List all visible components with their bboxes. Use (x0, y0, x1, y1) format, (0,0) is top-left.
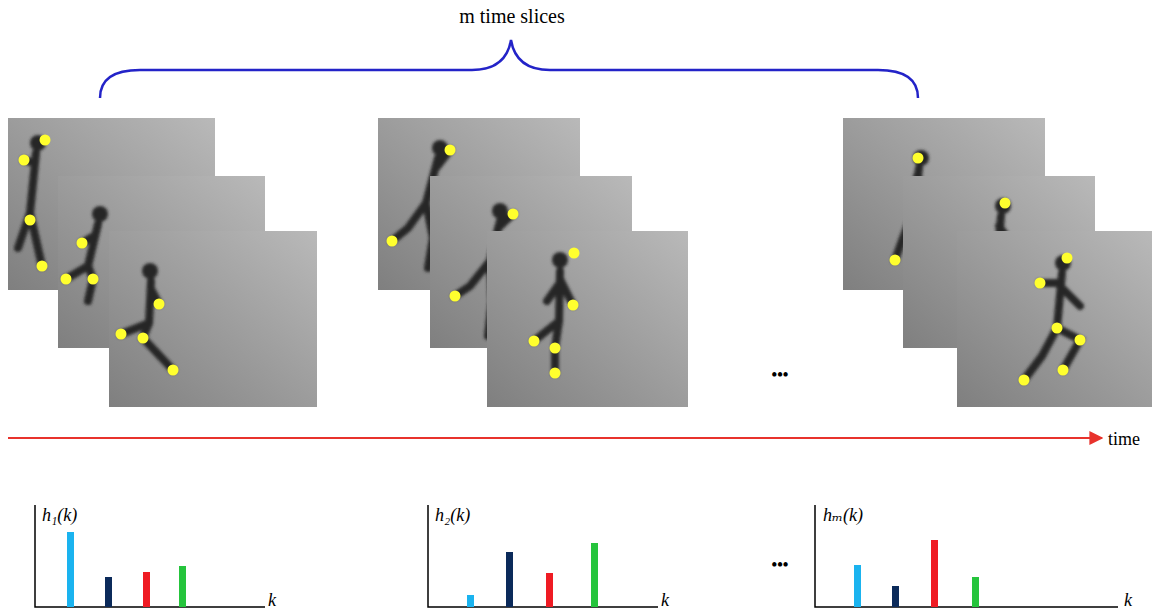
video-frames-part-part (116, 299, 179, 376)
video-frames-part-part-part (1075, 335, 1086, 346)
video-frames-part-part-part (569, 248, 580, 259)
axis-label: k (268, 591, 276, 609)
video-frames-part-part (18, 135, 46, 266)
video-frames-part-part-part (138, 333, 149, 344)
video-frames-part-part-part (19, 155, 30, 166)
video-frames-part-part-part (1000, 198, 1011, 209)
video-frames-part-part (1024, 255, 1080, 380)
histogram-part (179, 566, 186, 607)
brace-label: m time slices (459, 6, 565, 26)
video-frames-part (957, 231, 1152, 407)
video-frames-part-part-part (550, 343, 561, 354)
histogram-part (815, 505, 1118, 607)
histogram-part (143, 572, 150, 607)
histogram-part (35, 505, 265, 607)
histogram-part (428, 505, 658, 607)
ellipsis: ••• (772, 557, 789, 573)
video-frames-part-part-part (88, 274, 99, 285)
histogram-title: h₂(k) (435, 506, 470, 524)
video-frames-part-part-part (913, 150, 929, 166)
histogram-part (931, 540, 938, 607)
video-frames-part-part-part (142, 263, 158, 279)
histogram-part (67, 532, 74, 607)
video-frames-part-part-part (529, 336, 540, 347)
axis-label: k (661, 591, 669, 609)
video-frames-part-part-part (1058, 365, 1069, 376)
video-frames-part-part-part (913, 153, 924, 164)
video-frames-part-part-part (37, 261, 48, 272)
video-frames (8, 118, 317, 407)
video-frames-part-part (19, 135, 51, 272)
video-frames-part (109, 231, 317, 407)
video-frames-part-part (109, 231, 317, 407)
video-frames-part-part-part (445, 145, 456, 156)
video-frames-part-part-part (66, 224, 98, 301)
video-frames-part-part (534, 252, 573, 373)
video-frames-part-part-part (534, 271, 573, 373)
video-frames-part-part-part (116, 329, 127, 340)
histogram-title: hₘ(k) (823, 506, 863, 524)
video-frames-part-part (66, 206, 108, 301)
histogram-title: h₁(k) (42, 506, 77, 524)
histogram-part (892, 586, 899, 607)
video-frames-part-part-part (40, 135, 51, 146)
histogram (428, 505, 658, 607)
histogram (815, 505, 1118, 607)
histogram-part (467, 595, 474, 607)
video-frames-part-part-part (18, 153, 42, 266)
video-frames-part-part (529, 248, 580, 379)
histogram (35, 505, 265, 607)
ellipsis: ••• (772, 367, 789, 383)
histogram-part (972, 577, 979, 607)
histogram-part (546, 573, 553, 607)
video-frames-part (487, 231, 688, 407)
video-frames-part-part (957, 231, 1152, 407)
video-frames (378, 118, 688, 407)
video-frames-part-part-part (154, 299, 165, 310)
video-frames-part-part-part (121, 281, 173, 370)
histogram-part (105, 577, 112, 607)
histogram-part (854, 565, 861, 607)
video-frames-part-part-part (1062, 253, 1073, 264)
video-frames-part-part-part (890, 255, 901, 266)
video-frames-part-part-part (92, 206, 108, 222)
axis-label: time (1108, 430, 1140, 448)
video-frames-part-part-part (552, 252, 568, 268)
video-frames-part-part (1000, 198, 1011, 209)
histogram-part (591, 543, 598, 607)
video-frames-part-part (121, 263, 173, 370)
video-frames-part-part-part (550, 368, 561, 379)
histogram-part (506, 552, 513, 607)
time-brace (100, 40, 918, 98)
video-frames-part-part-part (1052, 323, 1063, 334)
video-frames-part-part (487, 231, 688, 407)
time-arrow (8, 437, 1102, 439)
video-frames (843, 118, 1152, 407)
video-frames-part-part-part (1019, 375, 1030, 386)
video-frames-part-part-part (25, 215, 36, 226)
video-frames-part-part-part (1035, 278, 1046, 289)
video-frames-part-part-part (77, 238, 88, 249)
video-frames-part-part-part (450, 291, 461, 302)
video-frames-part-part (1019, 253, 1086, 386)
video-frames-part-part-part (61, 274, 72, 285)
video-frames-part-part-part (995, 198, 1011, 214)
video-frames-part-part (61, 238, 99, 285)
axis-label: k (1124, 591, 1132, 609)
video-frames-part-part-part (387, 236, 398, 247)
video-frames-part-part-part (1024, 273, 1080, 380)
video-frames-part-part-part (508, 209, 519, 220)
video-frames-part-part-part (168, 365, 179, 376)
video-frames-part-part-part (568, 300, 579, 311)
